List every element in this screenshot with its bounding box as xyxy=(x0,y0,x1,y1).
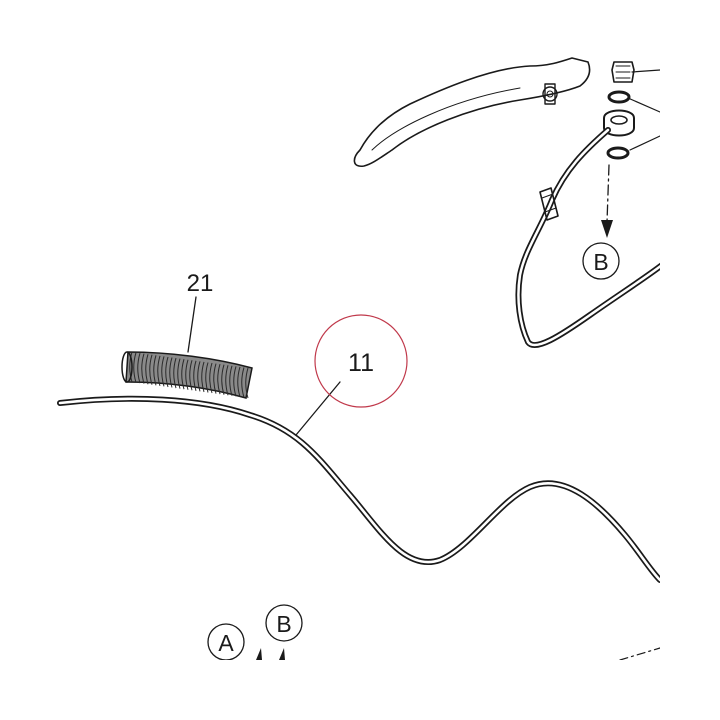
highlight-circle xyxy=(314,314,408,408)
hose-cover-part-21: 21 xyxy=(121,270,253,399)
hose-cover-rib xyxy=(229,365,233,396)
hose-cover-rib xyxy=(137,352,141,384)
callout-21-label: 21 xyxy=(187,270,214,297)
hose-cover-rib xyxy=(225,365,229,396)
hose-cover-rib xyxy=(197,361,201,392)
hose-cover-rib xyxy=(221,364,225,395)
hose-cover-rib xyxy=(157,355,161,387)
brake-lever xyxy=(353,57,591,168)
hose-cover-body xyxy=(125,351,253,399)
brake-line-part-11: 11 xyxy=(57,314,663,583)
hose-cover-rib xyxy=(205,362,209,393)
upper-hose xyxy=(515,127,665,349)
callout-a-bottom-label: A xyxy=(218,630,234,656)
callout-b-bottom-label: B xyxy=(276,611,291,637)
hose-cover-rib xyxy=(213,363,217,394)
hose-cover-rib xyxy=(201,361,205,393)
banjo-fitting xyxy=(601,61,661,238)
hose-cover-rib xyxy=(189,360,193,391)
hose-cover-rib xyxy=(181,359,185,390)
hose-cover-rib xyxy=(177,358,181,389)
hose-cover-rib xyxy=(133,352,137,383)
hose-cover-rib xyxy=(173,357,177,389)
hose-cover-rib xyxy=(169,357,173,388)
hose-cover-rib xyxy=(217,363,221,395)
callout-b-top: B xyxy=(582,242,620,280)
hose-cover-rib xyxy=(165,356,169,388)
hose-cover-rib xyxy=(145,354,149,385)
callout-b-bottom: B xyxy=(265,604,303,660)
callout-b-top-label: B xyxy=(593,249,608,275)
callout-a-bottom: A xyxy=(207,623,262,661)
hose-cover-rib xyxy=(153,355,157,386)
bottom-right-dash-line xyxy=(619,647,661,661)
hose-cover-rib xyxy=(161,356,165,387)
hose-cover-rib xyxy=(209,362,213,394)
callout-11-label: 11 xyxy=(348,349,374,377)
hose-cover-rib xyxy=(233,366,237,397)
hose-cover-rib xyxy=(245,367,249,399)
hose-cover-rib xyxy=(141,353,145,384)
arrow-b-icon xyxy=(279,648,285,660)
arrow-head-icon xyxy=(601,220,613,238)
hose-cover-rib xyxy=(193,360,197,391)
hose-cover-rib xyxy=(237,366,241,398)
hose-cover-rib xyxy=(149,354,153,385)
arrow-a-icon xyxy=(256,648,262,660)
hose-cover-rib xyxy=(185,359,189,390)
hose-cover-rib xyxy=(129,351,133,383)
hose-cover-rib xyxy=(241,367,245,398)
